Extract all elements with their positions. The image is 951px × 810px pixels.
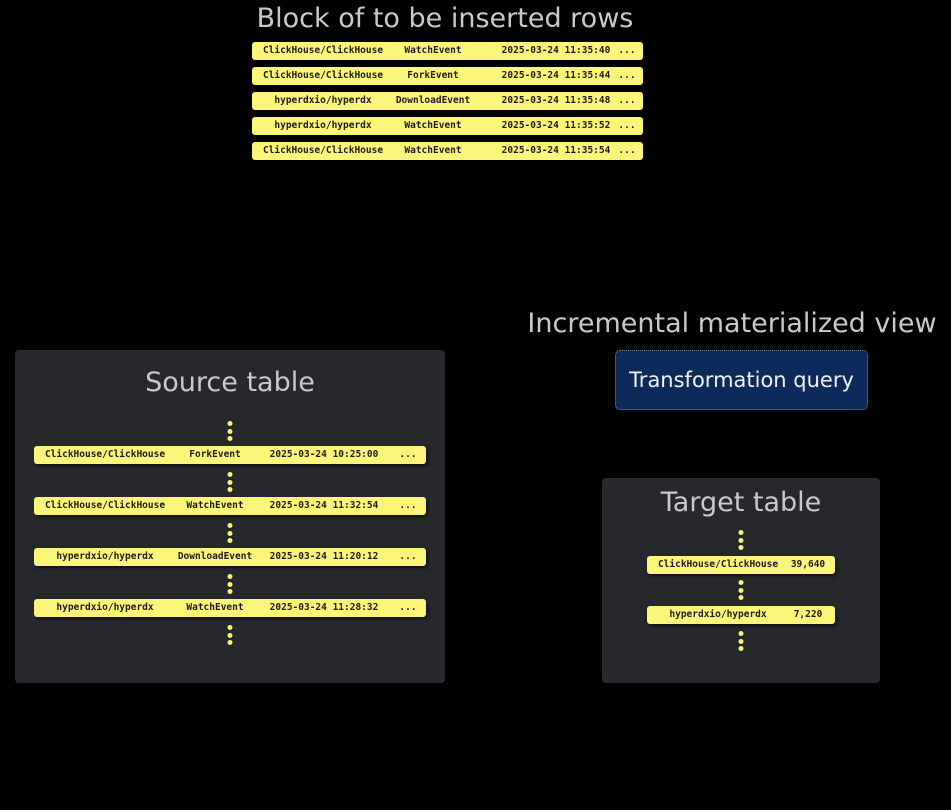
row-cell: WatchEvent [186, 500, 244, 511]
row-cell: ForkEvent [407, 70, 459, 81]
source-row: ClickHouse/ClickHouse ForkEvent 2025-03-24… [34, 446, 426, 464]
ellipsis-dots-icon [738, 580, 744, 603]
row-cell: WatchEvent [404, 45, 462, 56]
row-cell: WatchEvent [186, 602, 244, 613]
transformation-query-label: Transformation query [629, 368, 854, 392]
insert-row: hyperdxio/hyperdx DownloadEvent 2025-03-24… [252, 92, 643, 110]
row-cell: ... [399, 500, 417, 511]
row-cell: hyperdxio/hyperdx [274, 95, 372, 106]
source-row: hyperdxio/hyperdx DownloadEvent 2025-03-24… [34, 548, 426, 566]
row-cell: ClickHouse/ClickHouse [262, 145, 384, 156]
row-cell: 2025-03-24 10:25:00 [269, 449, 379, 460]
row-cell: DownloadEvent [177, 551, 253, 562]
transformation-query-box: Transformation query [615, 350, 868, 410]
ellipsis-dots-icon [227, 472, 233, 495]
insert-row: hyperdxio/hyperdx WatchEvent 2025-03-24 11… [252, 117, 643, 135]
row-cell: ForkEvent [189, 449, 241, 460]
insert-row: ClickHouse/ClickHouse ForkEvent 2025-03-24… [252, 67, 643, 85]
source-table-title: Source table [145, 367, 315, 398]
row-cell: 39,640 [790, 559, 826, 570]
row-cell: ... [618, 145, 636, 156]
insert-block-title: Block of to be inserted rows [256, 3, 634, 34]
row-cell: ClickHouse/ClickHouse [44, 500, 166, 511]
insert-row: ClickHouse/ClickHouse WatchEvent 2025-03-2… [252, 42, 643, 60]
row-cell: 2025-03-24 11:35:44 [501, 70, 611, 81]
row-cell: 2025-03-24 11:32:54 [269, 500, 379, 511]
target-row: ClickHouse/ClickHouse 39,640 [647, 556, 835, 574]
row-cell: 7,220 [793, 609, 823, 620]
row-cell: ... [399, 551, 417, 562]
source-row: hyperdxio/hyperdx WatchEvent 2025-03-24 11… [34, 599, 426, 617]
row-cell: ClickHouse/ClickHouse [44, 449, 166, 460]
row-cell: hyperdxio/hyperdx [56, 551, 154, 562]
row-cell: 2025-03-24 11:28:32 [269, 602, 379, 613]
insert-row: ClickHouse/ClickHouse WatchEvent 2025-03-2… [252, 142, 643, 160]
row-cell: hyperdxio/hyperdx [669, 609, 767, 620]
row-cell: 2025-03-24 11:35:52 [501, 120, 611, 131]
row-cell: ... [618, 45, 636, 56]
ellipsis-dots-icon [227, 574, 233, 597]
row-cell: 2025-03-24 11:35:40 [501, 45, 611, 56]
row-cell: ... [399, 602, 417, 613]
row-cell: ... [618, 120, 636, 131]
ellipsis-dots-icon [227, 625, 233, 648]
row-cell: ... [618, 70, 636, 81]
row-cell: WatchEvent [404, 120, 462, 131]
row-cell: hyperdxio/hyperdx [56, 602, 154, 613]
row-cell: ... [399, 449, 417, 460]
row-cell: ClickHouse/ClickHouse [262, 45, 384, 56]
row-cell: ... [618, 95, 636, 106]
target-table-title: Target table [660, 487, 822, 518]
ellipsis-dots-icon [738, 631, 744, 654]
row-cell: hyperdxio/hyperdx [274, 120, 372, 131]
row-cell: WatchEvent [404, 145, 462, 156]
ellipsis-dots-icon [738, 530, 744, 553]
row-cell: 2025-03-24 11:20:12 [269, 551, 379, 562]
ellipsis-dots-icon [227, 523, 233, 546]
source-row: ClickHouse/ClickHouse WatchEvent 2025-03-2… [34, 497, 426, 515]
ellipsis-dots-icon [227, 421, 233, 444]
materialized-view-title: Incremental materialized view [527, 308, 937, 339]
row-cell: ClickHouse/ClickHouse [657, 559, 779, 570]
target-row: hyperdxio/hyperdx 7,220 [647, 606, 835, 624]
row-cell: 2025-03-24 11:35:54 [501, 145, 611, 156]
row-cell: 2025-03-24 11:35:48 [501, 95, 611, 106]
row-cell: ClickHouse/ClickHouse [262, 70, 384, 81]
row-cell: DownloadEvent [395, 95, 471, 106]
